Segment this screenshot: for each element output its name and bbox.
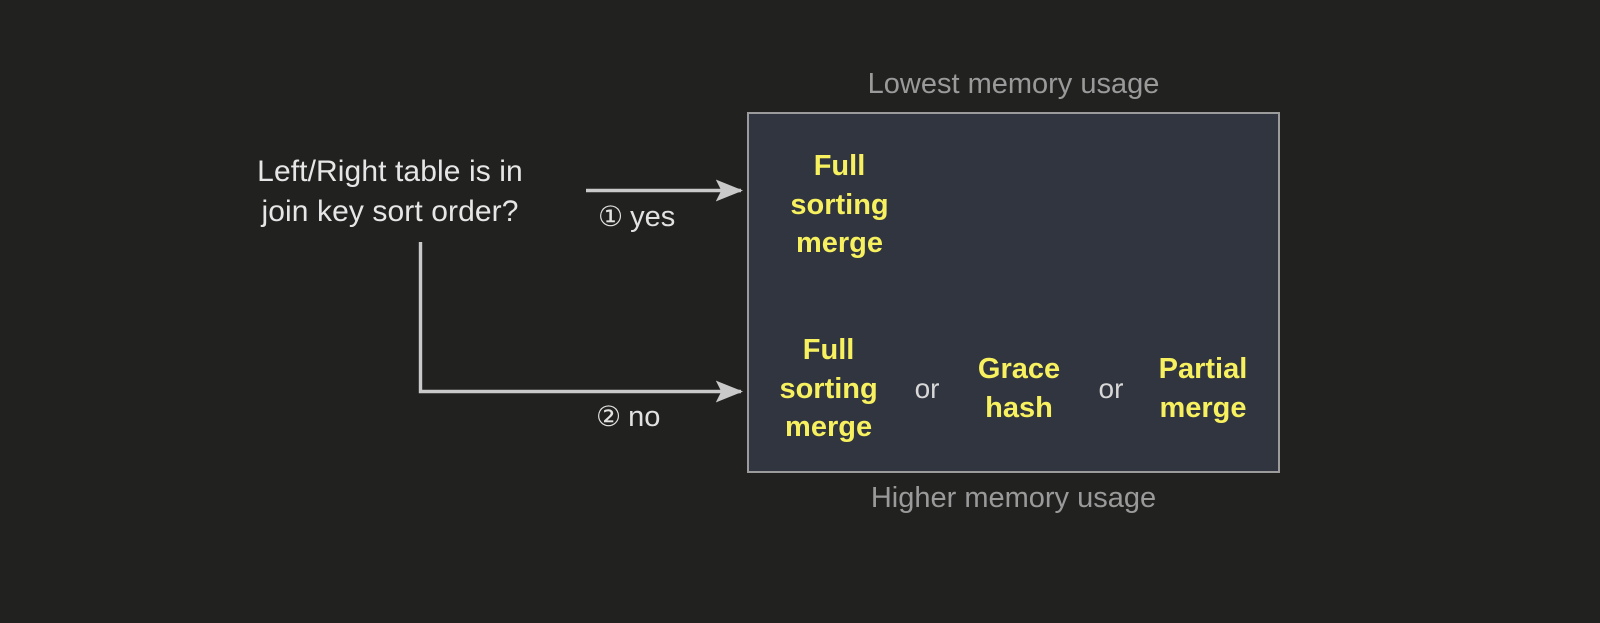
arrow-no [418, 242, 744, 403]
option-full-sorting-merge-bottom: Full sorting merge [779, 334, 878, 444]
option-row-sorted: Full sorting merge [749, 130, 1278, 280]
branch-marker-1: ① [598, 201, 624, 232]
option-separator-or-2: or [1098, 373, 1124, 404]
join-options-box: Full sorting merge Full sorting merge or… [747, 112, 1280, 473]
option-separator-or-1: or [914, 373, 940, 404]
caption-higher-memory: Higher memory usage [870, 482, 1157, 514]
option-grace-hash: Grace hash [977, 353, 1061, 424]
caption-lowest-memory: Lowest memory usage [867, 68, 1160, 100]
branch-text-2: no [628, 401, 661, 433]
decision-question: Left/Right table is in join key sort ord… [257, 155, 523, 228]
option-partial-merge: Partial merge [1158, 353, 1248, 424]
option-full-sorting-merge-top: Full sorting merge [790, 150, 889, 260]
branch-marker-2: ② [596, 401, 622, 432]
branch-text-1: yes [630, 201, 676, 233]
option-row-unsorted: Full sorting merge or Grace hash or Part… [749, 314, 1278, 464]
